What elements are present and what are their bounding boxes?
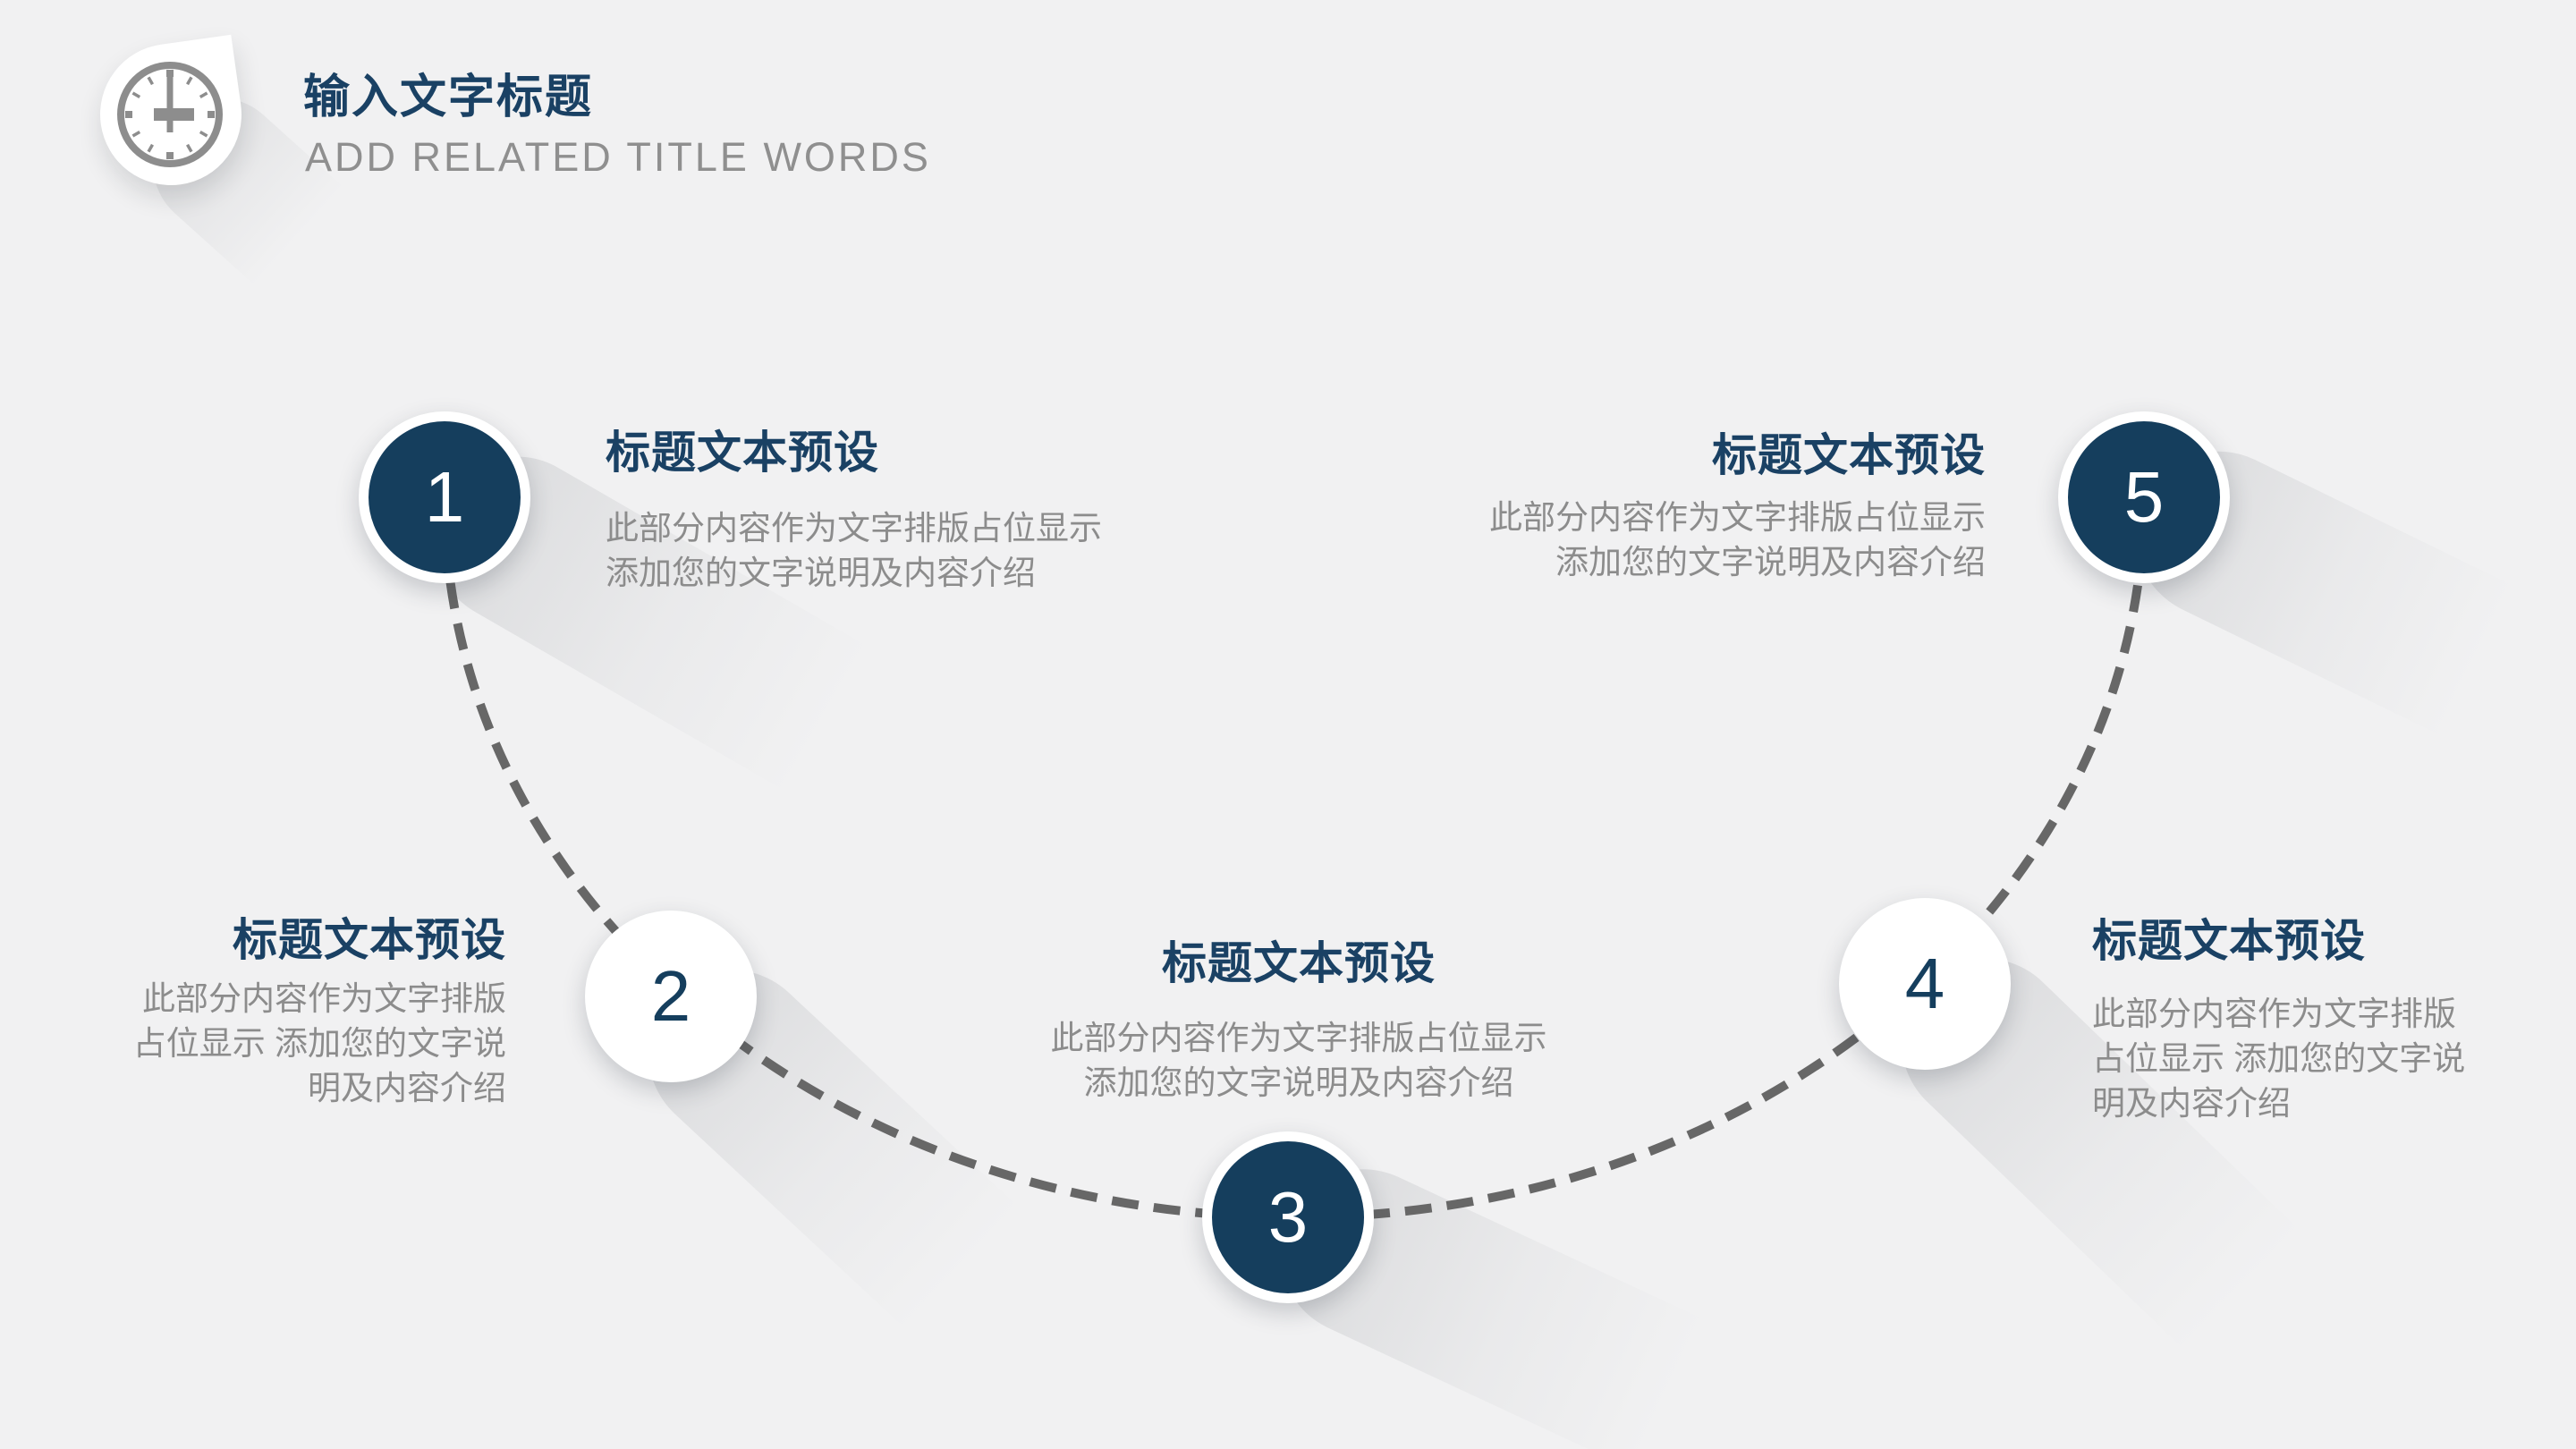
step4-body-line: 明及内容介绍 bbox=[2092, 1085, 2291, 1122]
step5-title: 标题文本预设 bbox=[1712, 430, 1986, 480]
step2-body: 此部分内容作为文字排版 占位显示 添加您的文字说 明及内容介绍 bbox=[133, 977, 506, 1111]
step2-body-line: 明及内容介绍 bbox=[308, 1070, 506, 1106]
step5-body-line: 此部分内容作为文字排版占位显示 bbox=[1489, 499, 1986, 536]
clock-icon bbox=[117, 62, 223, 167]
step1-body: 此部分内容作为文字排版占位显示 添加您的文字说明及内容介绍 bbox=[606, 506, 1102, 596]
page-title: 输入文字标题 bbox=[303, 72, 594, 123]
step3-body: 此部分内容作为文字排版占位显示 添加您的文字说明及内容介绍 bbox=[1051, 1016, 1547, 1106]
step4-body: 此部分内容作为文字排版 占位显示 添加您的文字说 明及内容介绍 bbox=[2092, 992, 2465, 1126]
step5-body: 此部分内容作为文字排版占位显示 添加您的文字说明及内容介绍 bbox=[1489, 496, 1986, 585]
step3-body-line: 此部分内容作为文字排版占位显示 bbox=[1050, 1020, 1547, 1056]
step4-number: 4 bbox=[1904, 944, 1945, 1023]
step5-circle: 5 bbox=[2058, 411, 2230, 583]
step4-body-line: 此部分内容作为文字排版 bbox=[2092, 996, 2456, 1032]
step3-number: 3 bbox=[1267, 1177, 1309, 1257]
step4-circle: 4 bbox=[1839, 898, 2011, 1070]
step1-circle: 1 bbox=[359, 411, 530, 583]
step3-title: 标题文本预设 bbox=[1162, 938, 1436, 988]
step1-title: 标题文本预设 bbox=[606, 428, 879, 478]
step3-circle: 3 bbox=[1202, 1131, 1374, 1303]
step1-body-line: 此部分内容作为文字排版占位显示 bbox=[606, 510, 1102, 547]
page-subtitle: ADD RELATED TITLE WORDS bbox=[305, 134, 931, 180]
step4-title: 标题文本预设 bbox=[2092, 916, 2366, 966]
dashed-arc-path bbox=[440, 497, 2148, 1222]
step5-number: 5 bbox=[2123, 457, 2165, 537]
step3-body-line: 添加您的文字说明及内容介绍 bbox=[1083, 1064, 1514, 1101]
step5-body-line: 添加您的文字说明及内容介绍 bbox=[1555, 544, 1986, 580]
step2-title: 标题文本预设 bbox=[233, 915, 506, 965]
step2-body-line: 此部分内容作为文字排版 bbox=[142, 980, 506, 1017]
step2-body-line: 占位显示 添加您的文字说 bbox=[132, 1025, 506, 1062]
step2-circle: 2 bbox=[585, 911, 757, 1082]
step1-number: 1 bbox=[424, 457, 465, 537]
step2-number: 2 bbox=[650, 956, 691, 1036]
step4-body-line: 占位显示 添加您的文字说 bbox=[2092, 1040, 2466, 1077]
step1-body-line: 添加您的文字说明及内容介绍 bbox=[606, 555, 1036, 591]
